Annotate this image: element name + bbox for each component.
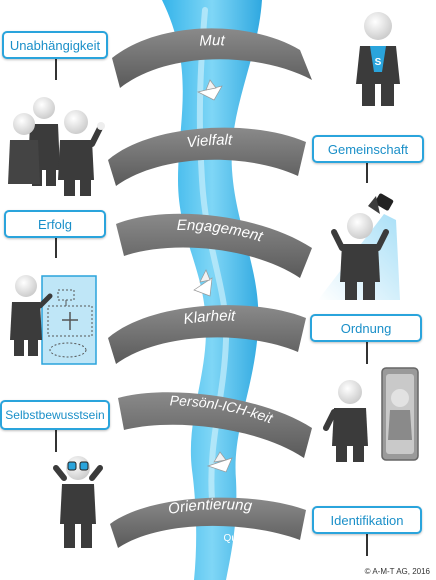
banner-orientierung: Orientierung <box>110 496 306 548</box>
sign-unabhaengigkeit: Unabhängigkeit <box>2 31 108 59</box>
copyright-text: © A-M-T AG, 2016 <box>364 567 430 576</box>
svg-text:S: S <box>375 57 382 68</box>
svg-text:Orientierung: Orientierung <box>167 496 254 518</box>
team-figures <box>8 97 105 196</box>
sign-post <box>366 340 368 364</box>
svg-text:Klarheit: Klarheit <box>182 308 236 328</box>
mirror-figure <box>323 367 419 462</box>
svg-text:Mut: Mut <box>199 32 226 50</box>
sign-erfolg: Erfolg <box>4 210 106 238</box>
superhero-figure: S <box>356 12 400 106</box>
sign-post <box>366 161 368 183</box>
sign-post <box>55 428 57 452</box>
sign-identifikation: Identifikation <box>312 506 422 534</box>
river-label: Quelle <box>224 533 253 544</box>
sign-gemeinschaft: Gemeinschaft <box>312 135 424 163</box>
sign-post <box>55 236 57 258</box>
paper-boat-icon <box>193 269 213 297</box>
spotlight-figure <box>318 193 400 300</box>
banner-mut: Mut <box>112 28 312 88</box>
sign-ordnung: Ordnung <box>310 314 422 342</box>
sign-selbstbewusstsein: Selbstbewusstsein <box>0 400 110 430</box>
sign-post <box>55 58 57 80</box>
spotlight-icon <box>368 193 394 214</box>
paper-boat-icon <box>206 451 233 473</box>
banner-vielfalt: Vielfalt <box>108 127 306 186</box>
banner-text: Mut <box>199 32 226 50</box>
banner-klarheit: Klarheit <box>108 305 306 364</box>
paper-boat-icon <box>196 79 223 101</box>
binoculars-figure <box>53 456 103 548</box>
svg-text:Vielfalt: Vielfalt <box>186 132 234 152</box>
planning-figure <box>10 275 97 365</box>
sign-post <box>366 532 368 556</box>
binoculars-icon <box>67 461 89 471</box>
